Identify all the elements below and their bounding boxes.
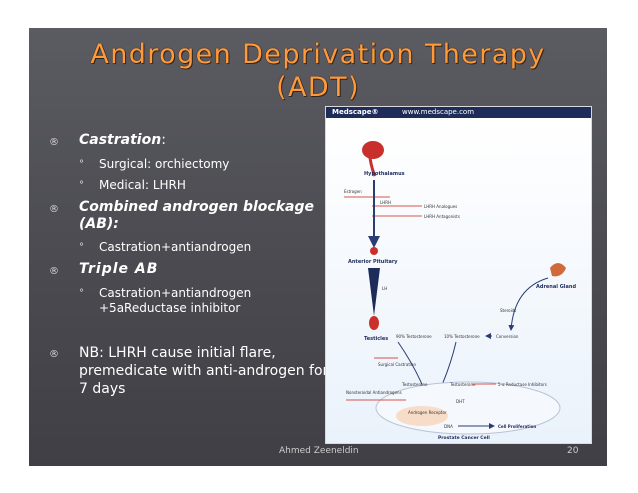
label-adrenal-gland: Adrenal Gland: [536, 284, 576, 290]
label-estrogen: Estrogen: [344, 189, 362, 194]
bullet-combined-blockage: ® Combined androgen blockage (AB): ° Castr…: [49, 199, 329, 255]
adt-diagram-figure: Medscape® www.medscape.com Hypothalamus …: [325, 106, 592, 444]
label-prostate-cancer-cell: Prostate Cancer Cell: [438, 435, 490, 441]
footer-author: Ahmed Zeeneldin: [279, 446, 359, 456]
bullet-rest: :: [161, 132, 166, 148]
slide: Androgen Deprivation Therapy (ADT) ® Cast…: [29, 28, 607, 466]
label-lhrh-analogues: LHRH Analogues: [424, 204, 457, 209]
label-hypothalamus: Hypothalamus: [364, 171, 405, 177]
bullet-mark: ®: [49, 137, 59, 148]
bullet-note-text: NB: LHRH cause initial flare, premedicat…: [79, 345, 329, 397]
label-surgical-castration: Surgical Castration: [378, 362, 416, 367]
testicles-icon: [369, 316, 379, 330]
androgen-receptor-shape: [396, 406, 448, 426]
bullet-lead: Castration: [79, 132, 162, 148]
title-line-2: (ADT): [276, 72, 360, 103]
pituitary-icon: [370, 247, 378, 255]
bullet-triple-ab: ® Triple AB ° Castration+antiandrogen +5aR…: [49, 261, 329, 316]
sub-bullet-text: Castration+antiandrogen: [99, 240, 252, 254]
bullet-list: ® Castration: ° Surgical: orchiectomy ° Med…: [49, 132, 329, 398]
label-cell-proliferation: Cell Proliferation: [498, 424, 536, 429]
label-dht: DHT: [456, 399, 465, 404]
label-nonsteroidal-antiandrogens: Nonsteroidal Antiandrogens: [346, 390, 402, 395]
label-90-testosterone: 90% Testosterone: [396, 334, 432, 339]
label-testosterone-a: Testosterone: [401, 382, 428, 387]
brain-icon: [362, 141, 384, 177]
sub-bullet-text: Surgical: orchiectomy: [99, 157, 230, 171]
label-testicles: Testicles: [364, 336, 388, 342]
label-anterior-pituitary: Anterior Pituitary: [348, 259, 398, 265]
adrenal-gland-icon: [550, 263, 566, 277]
label-5a-reductase-inhibitors: 5-α Reductase Inhibitors: [498, 382, 547, 387]
adrenal-to-steroids-arrow: [508, 277, 549, 331]
sub-bullet-text: Medical: LHRH: [99, 178, 186, 192]
slide-title: Androgen Deprivation Therapy (ADT): [29, 38, 607, 104]
medscape-logo: Medscape®: [332, 108, 379, 116]
label-dna: DNA: [444, 424, 453, 429]
pathway-diagram: Hypothalamus Estrogen LHRH LHRH Analogue…: [344, 141, 576, 441]
bullet-mark: ®: [49, 349, 59, 360]
footer-page-number: 20: [567, 446, 579, 456]
label-conversion: Conversion: [496, 334, 519, 339]
sub-bullet-mark: °: [79, 242, 84, 253]
sub-bullet-mark: °: [79, 159, 84, 170]
label-lhrh-antagonists: LHRH Antagonists: [424, 214, 460, 219]
bullet-lead: Combined androgen blockage (AB):: [79, 199, 314, 232]
lh-wedge: [368, 268, 380, 316]
bullet-castration: ® Castration: ° Surgical: orchiectomy ° Med…: [49, 132, 329, 193]
title-line-1: Androgen Deprivation Therapy: [90, 39, 546, 70]
bullet-mark: ®: [49, 204, 59, 215]
bullet-mark: ®: [49, 266, 59, 277]
label-lh: LH: [382, 286, 387, 291]
label-lhrh: LHRH: [380, 200, 391, 205]
figure-header: Medscape® www.medscape.com: [326, 107, 591, 118]
figure-url: www.medscape.com: [402, 108, 475, 116]
sub-bullet-mark: °: [79, 288, 84, 299]
label-androgen-receptor: Androgen Receptor: [408, 410, 447, 415]
label-10-testosterone: 10% Testosterone: [444, 334, 480, 339]
label-testosterone-b: Testosterone: [449, 382, 476, 387]
bullet-lead: Triple AB: [79, 261, 159, 277]
figure-body: Hypothalamus Estrogen LHRH LHRH Analogue…: [326, 118, 591, 443]
bullet-note: ® NB: LHRH cause initial flare, premedica…: [49, 344, 329, 398]
label-steroids: Steroids: [500, 308, 516, 313]
sub-bullet-text: Castration+antiandrogen +5aReductase inh…: [99, 286, 252, 315]
sub-bullet-mark: °: [79, 180, 84, 191]
